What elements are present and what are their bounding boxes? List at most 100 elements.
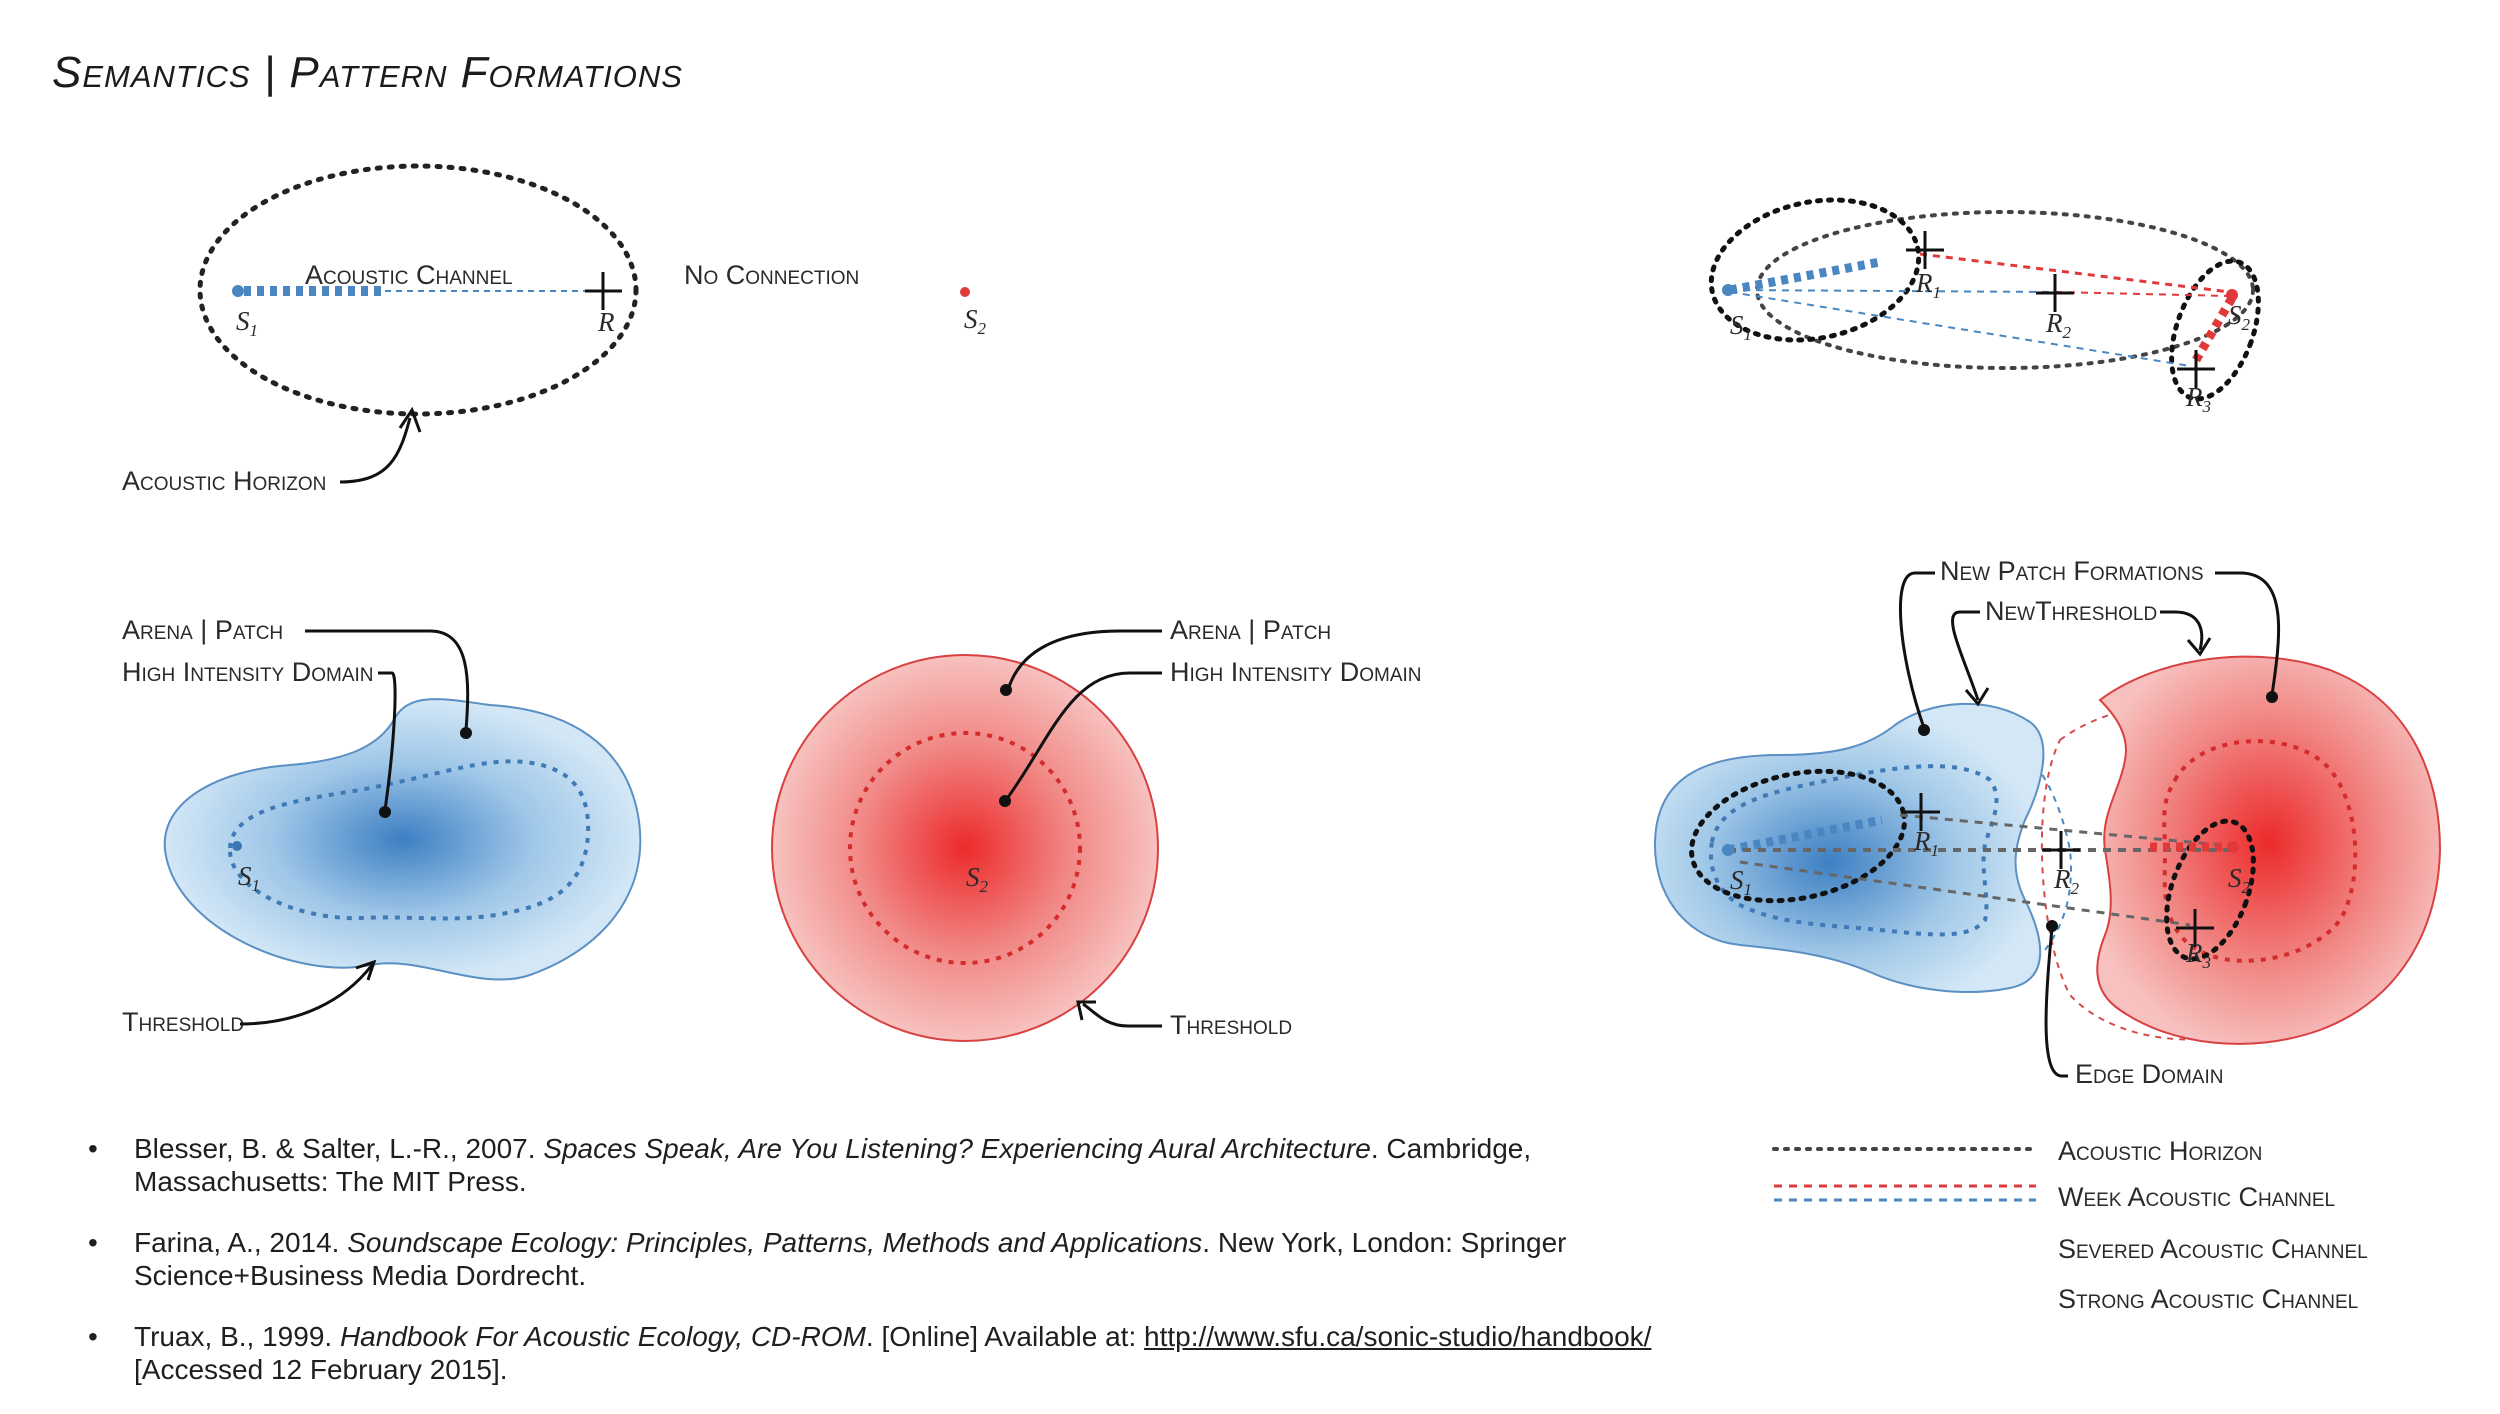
acoustic-horizon-s2 [2169, 258, 2261, 402]
source-label: S2 [2228, 300, 2251, 334]
acoustic-horizon-s2 [2164, 818, 2256, 962]
source-dot [960, 287, 970, 297]
acoustic-horizon-large [1755, 210, 2255, 370]
new-patch-formations-label: New Patch Formations [1940, 556, 2204, 586]
source-label: S2 [2228, 863, 2251, 897]
legend-label: Acoustic Horizon [2058, 1136, 2263, 1166]
legend-item-strong-channel: Strong Acoustic Channel [1770, 1282, 2490, 1328]
arena-leader-line [305, 629, 470, 731]
legend-label: Strong Acoustic Channel [2058, 1284, 2359, 1314]
strong-channel-s1-r1 [1729, 257, 1881, 295]
source-dot [1722, 844, 1734, 856]
weak-channel-s1-r3 [1729, 291, 2191, 367]
leader-dot [1000, 684, 1012, 696]
edge-domain-leader [2044, 927, 2068, 1078]
source-label: S1 [1730, 310, 1752, 344]
acoustic-horizon-s1 [1689, 768, 1907, 904]
legend-item-acoustic-horizon: Acoustic Horizon [1770, 1136, 2490, 1182]
receiver-label: R1 [1913, 826, 1939, 860]
receiver-cross-icon [2036, 274, 2074, 312]
leader-dot [2266, 691, 2278, 703]
severed-channel [1899, 813, 2233, 848]
legend-label: Severed Acoustic Channel [2058, 1234, 2368, 1264]
new-threshold-arrowhead-icon [1964, 687, 1990, 707]
strong-channel-lines-icon [1774, 1287, 2036, 1317]
threshold-arrow [239, 964, 374, 1026]
new-patch-leader-right [2215, 571, 2281, 696]
arena-patch-red [771, 654, 1159, 1042]
source-dot [1722, 284, 1734, 296]
source-dot [232, 285, 244, 297]
receiver-label: R3 [2185, 938, 2211, 972]
arena-patch-label: Arena | Patch [122, 615, 283, 645]
reference-link[interactable]: http://www.sfu.ca/sonic-studio/handbook/ [1144, 1321, 1652, 1352]
source-label: S1 [238, 861, 260, 895]
legend-item-severed-channel: Severed Acoustic Channel [1770, 1234, 2490, 1280]
severed-channel [1739, 860, 2191, 927]
new-patch-red [2096, 655, 2442, 1045]
receiver-label: R2 [2045, 308, 2072, 342]
reference-item: Truax, B., 1999. Handbook For Acoustic E… [88, 1320, 1728, 1386]
arena-patch-blue [163, 698, 642, 981]
strong-channel-s2-r3 [2192, 295, 2236, 363]
severed-channel-line-icon [1774, 1246, 2036, 1250]
panel-new-patch: S1 S2 R1 R2 R3 New Patch Formations NewT… [1653, 556, 2442, 1089]
new-threshold-arrowhead-icon [2186, 637, 2212, 657]
source-dot [2227, 841, 2239, 853]
panel-multi-channel: S1 S2 R1 R2 R3 [1708, 197, 2261, 416]
new-threshold-arrow-right [2160, 610, 2204, 651]
receiver-label: R2 [2053, 864, 2080, 898]
high-intensity-threshold-blue [227, 759, 591, 921]
new-patch-blue [1653, 702, 2045, 993]
threshold-arrow [1082, 1002, 1162, 1028]
intensity-leader-line [1004, 671, 1162, 801]
leader-dot [1918, 724, 1930, 736]
intensity-leader-line [378, 671, 397, 811]
acoustic-horizon-s1 [1708, 197, 1922, 343]
panel-no-connection: No Connection S2 [684, 260, 987, 338]
receiver-cross-icon [1902, 793, 1940, 831]
panel-red-arena: S2 Arena | Patch High Intensity Domain T… [771, 615, 1422, 1042]
receiver-label: R [597, 307, 615, 337]
leader-dot [460, 727, 472, 739]
new-threshold-arrow-left [1951, 610, 1980, 701]
receiver-cross-icon [2176, 909, 2214, 947]
weak-channel-s2-r1 [1919, 252, 2231, 294]
reference-item: Blesser, B. & Salter, L.-R., 2007. Space… [88, 1132, 1728, 1198]
leader-dot [2046, 920, 2058, 932]
horizon-arrow [339, 417, 412, 484]
leader-dot [379, 806, 391, 818]
page-title: Semantics | Pattern Formations [52, 48, 683, 97]
legend-item-weak-channel: Week Acoustic Channel [1770, 1182, 2490, 1228]
panel-blue-arena: S1 Arena | Patch High Intensity Domain T… [122, 615, 642, 1037]
new-patch-leader-left [1898, 571, 1935, 729]
source-label: S1 [236, 306, 258, 340]
edge-domain-inner [2009, 739, 2072, 951]
edge-domain-label: Edge Domain [2075, 1059, 2223, 1089]
weak-channel-s1-r2 [1729, 289, 2056, 293]
no-connection-label: No Connection [684, 260, 859, 290]
source-dot [232, 841, 242, 851]
acoustic-horizon-line-icon [1772, 1147, 2038, 1151]
arena-leader-line [1006, 629, 1162, 691]
high-intensity-threshold-red [848, 731, 1082, 965]
source-label: S2 [964, 304, 987, 338]
panel-acoustic-channel: Acoustic Channel S1 R Acoustic Horizon [122, 163, 639, 496]
receiver-cross-icon [585, 272, 622, 310]
receiver-cross-icon [1906, 231, 1944, 269]
weak-channel-s2-r2 [2054, 291, 2231, 297]
high-intensity-label: High Intensity Domain [122, 657, 374, 687]
source-label: S1 [1730, 865, 1752, 899]
threshold-arrowhead-icon [1076, 1000, 1096, 1021]
weak-channel-lines-icon [1774, 1184, 2036, 1202]
leader-dot [999, 795, 1011, 807]
arena-patch-label: Arena | Patch [1170, 615, 1331, 645]
acoustic-horizon-label: Acoustic Horizon [122, 466, 326, 496]
references-list: Blesser, B. & Salter, L.-R., 2007. Space… [88, 1132, 1728, 1414]
source-dot [2226, 289, 2238, 301]
receiver-label: R3 [2185, 382, 2211, 416]
strong-channel-s1-r1 [1727, 815, 1883, 855]
new-threshold-label: NewThreshold [1985, 596, 2157, 626]
receiver-cross-icon [2177, 350, 2215, 388]
